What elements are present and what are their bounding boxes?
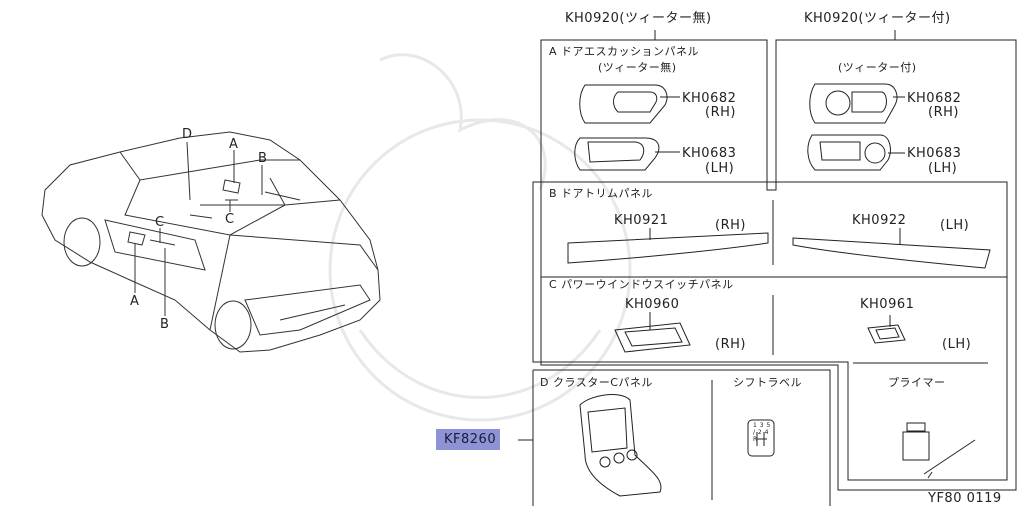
lh-right-a: (LH) [928,161,958,176]
figure-id: YF80 0119 [928,491,1002,506]
panel-frames [518,30,1017,506]
section-a-subtitle: (ツィーター無) [598,61,677,74]
rh-b: (RH) [715,218,746,233]
primer-kit [902,422,976,479]
kh0920-without-tweeter: KH0920(ツィーター無) [565,11,712,26]
section-c-title: C パワーウインドウスイッチパネル [549,278,734,291]
section-b-title: B ドアトリムパネル [549,187,654,200]
watermark-emblem [328,53,632,422]
part-kh0961: KH0961 [860,297,915,312]
cluster-panel [579,394,662,497]
escutcheon-parts [574,83,905,171]
car-label-a-top: A [229,137,239,152]
part-kh0921: KH0921 [614,213,669,228]
car-label-b-bottom: B [160,317,170,332]
section-a-title: A ドアエスカッションパネル [549,45,700,58]
lh-left-a: (LH) [705,161,735,176]
section-a-right-subtitle: (ツィーター付) [838,61,917,74]
part-kh0960: KH0960 [625,297,680,312]
car-label-b-top: B [258,151,268,166]
car-illustration [41,131,381,353]
part-kh0682-right: KH0682 [907,91,962,106]
rh-c: (RH) [715,337,746,352]
lh-b: (LH) [940,218,970,233]
section-d-title: D クラスターCパネル [540,376,653,389]
car-label-c-right: C [225,212,235,227]
part-kh0683-left: KH0683 [682,146,737,161]
car-label-d: D [182,127,193,142]
kf8260-label: KF8260 [444,432,497,447]
part-kh0683-right: KH0683 [907,146,962,161]
shift-label [747,419,775,457]
trim-panels [567,228,991,269]
part-kh0922: KH0922 [852,213,907,228]
rh-right-a: (RH) [928,105,959,120]
kh0920-with-tweeter: KH0920(ツィーター付) [804,11,951,26]
car-label-a-bottom: A [130,294,140,309]
car-label-c-left: C [155,215,165,230]
shift-label-title: シフトラベル [733,376,802,389]
switch-panels [614,312,906,353]
part-kh0682-left: KH0682 [682,91,737,106]
primer-title: プライマー [888,376,946,389]
lh-c: (LH) [942,337,972,352]
shift-pattern-digits: 1 3 5 / 2 4 R [753,422,771,443]
rh-left-a: (RH) [705,105,736,120]
kf8260-highlight[interactable]: KF8260 [436,429,500,450]
